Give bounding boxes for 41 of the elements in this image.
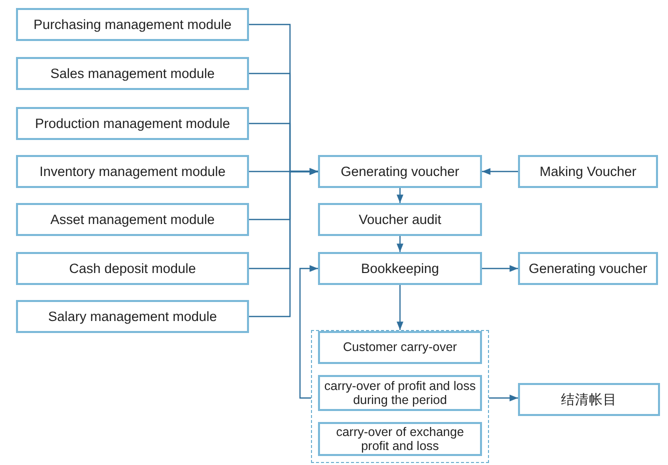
box-label: Generating voucher — [528, 260, 648, 276]
box-label: carry-over of exchange profit and loss — [335, 424, 465, 454]
process-box — [16, 57, 249, 90]
process-box — [16, 8, 249, 41]
box-label: Salary management module — [48, 308, 217, 324]
box-label: Production management module — [34, 116, 230, 132]
box-label: Voucher audit — [358, 212, 442, 228]
process-box — [16, 155, 249, 188]
box-label: Making Voucher — [540, 164, 636, 180]
box-label: Inventory management module — [39, 164, 226, 180]
box-label: Cash deposit module — [69, 260, 196, 276]
box-label: Purchasing management module — [33, 16, 232, 32]
process-box — [318, 422, 482, 456]
box-label: Asset management module — [50, 212, 215, 228]
process-box — [16, 252, 249, 285]
arrow — [396, 285, 404, 330]
process-box — [518, 252, 658, 285]
box-label: Sales management module — [50, 66, 215, 82]
process-box — [518, 155, 658, 188]
arrow — [299, 265, 318, 399]
arrow — [482, 265, 518, 272]
box-label: Bookkeeping — [360, 260, 440, 276]
box-label: 结清帐目 — [561, 392, 617, 408]
arrow — [489, 394, 518, 402]
process-box — [318, 252, 482, 285]
box-label: Generating voucher — [340, 164, 460, 180]
process-box — [16, 203, 249, 236]
process-box — [518, 383, 660, 416]
process-box — [16, 107, 249, 140]
arrow — [396, 188, 404, 203]
dashed-group-box — [311, 330, 489, 463]
box-label: Customer carry-over — [343, 340, 457, 355]
process-box — [318, 203, 482, 236]
process-box — [318, 375, 482, 411]
arrow — [396, 236, 404, 252]
arrow — [249, 168, 318, 318]
arrow — [482, 168, 518, 175]
process-box — [318, 331, 482, 364]
box-label: carry-over of profit and loss during the period — [324, 378, 476, 408]
process-box — [16, 300, 249, 333]
process-box — [318, 155, 482, 188]
